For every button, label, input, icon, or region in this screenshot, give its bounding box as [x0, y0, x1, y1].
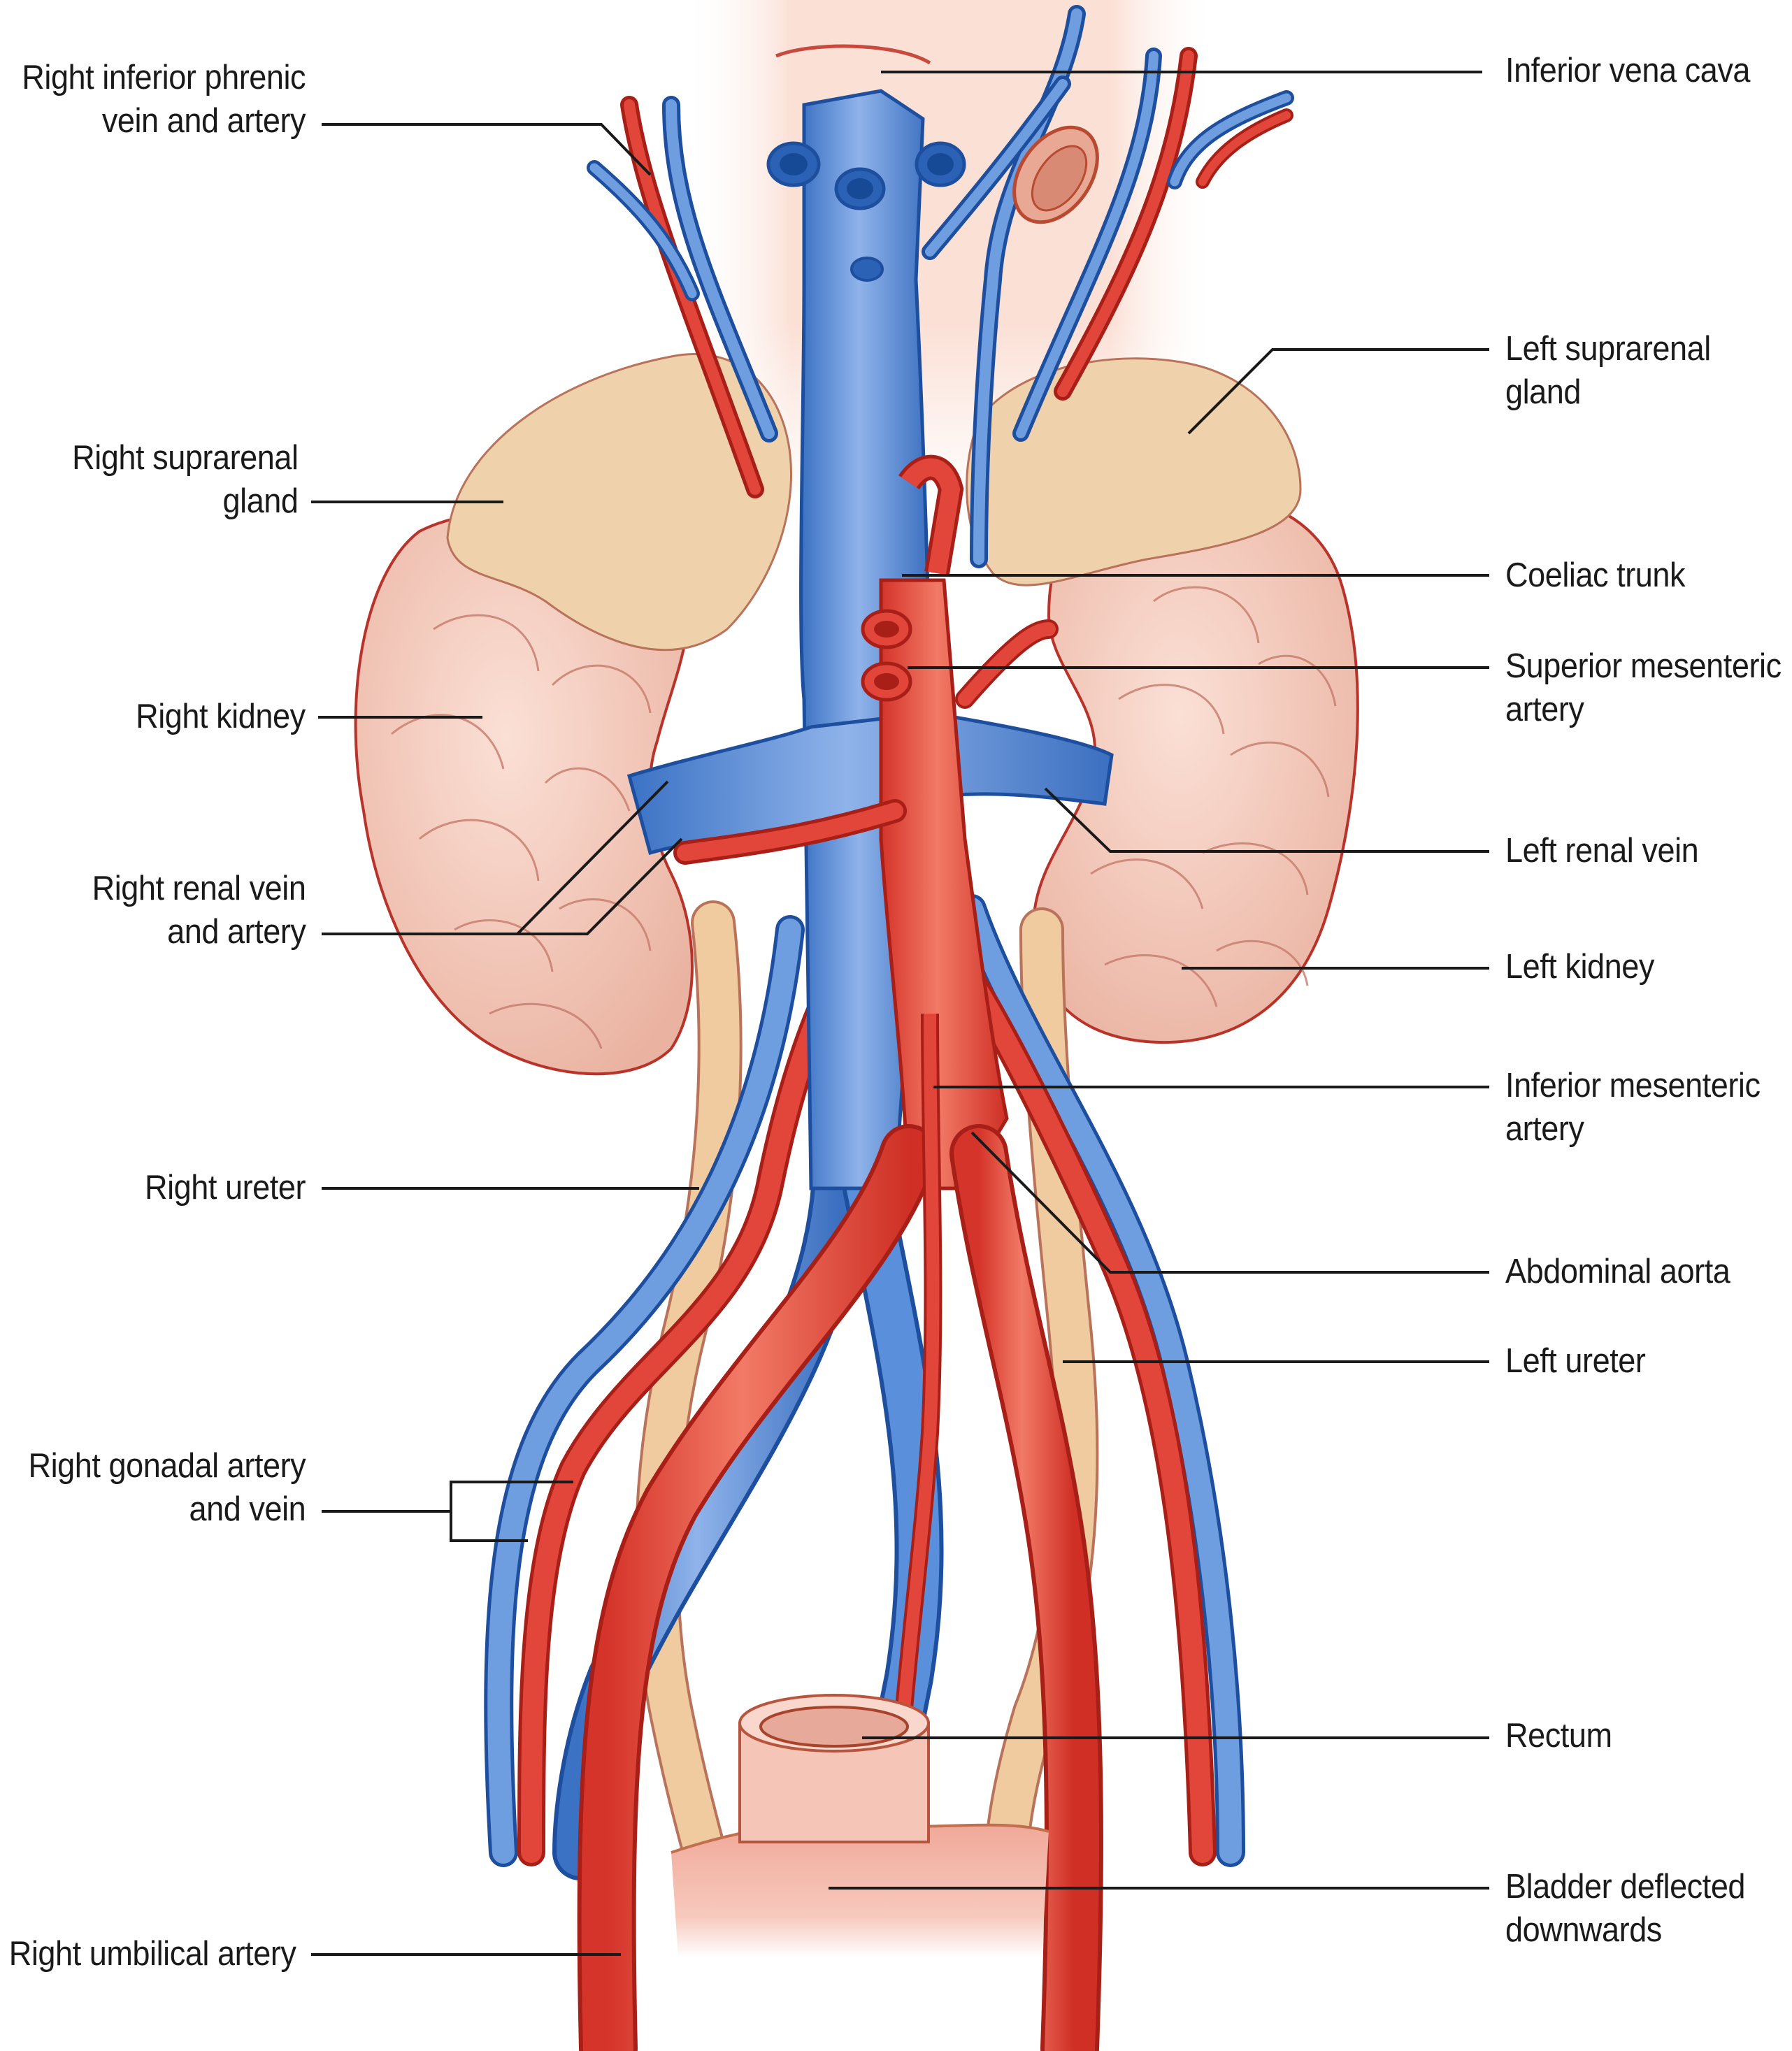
- leader-left-suprarenal: [1187, 348, 1489, 435]
- label-right-inferior-phrenic: Right inferior phrenic vein and artery: [22, 59, 306, 140]
- leader-aorta: [970, 1131, 1489, 1274]
- rectum-shape: [738, 1694, 930, 1843]
- leader-right-renal-2: [517, 837, 683, 935]
- phrenic-vessels: [587, 5, 1294, 568]
- left-suprarenal-shape: [966, 357, 1302, 586]
- leader-right-inferior-phrenic: [322, 123, 652, 176]
- label-inferior-vena-cava: Inferior vena cava: [1505, 52, 1751, 89]
- leader-left-renal-vein: [1044, 787, 1489, 853]
- label-right-suprarenal-gland: Right suprarenal gland: [72, 439, 299, 520]
- label-superior-mesenteric-artery: Superior mesenteric artery: [1505, 647, 1782, 728]
- label-rectum: Rectum: [1505, 1717, 1612, 1755]
- left-kidney-shape: [1032, 494, 1359, 1044]
- label-abdominal-aorta: Abdominal aorta: [1505, 1253, 1730, 1290]
- oesophagus-cut: [1012, 125, 1099, 224]
- label-left-ureter: Left ureter: [1505, 1342, 1646, 1380]
- label-bladder: Bladder deflected downwards: [1505, 1868, 1746, 1949]
- label-inferior-mesenteric-artery: Inferior mesenteric artery: [1505, 1067, 1761, 1148]
- renal-arteries: [673, 619, 1059, 865]
- label-left-renal-vein: Left renal vein: [1505, 832, 1699, 870]
- leader-lines: [311, 71, 1489, 1956]
- label-right-umbilical-artery: Right umbilical artery: [8, 1935, 296, 1973]
- label-left-suprarenal-gland: Left suprarenal gland: [1505, 330, 1711, 411]
- label-coeliac-trunk: Coeliac trunk: [1505, 556, 1686, 594]
- label-right-gonadal: Right gonadal artery and vein: [28, 1447, 306, 1528]
- right-suprarenal-shape: [446, 353, 793, 652]
- label-right-renal-vein-artery: Right renal vein and artery: [92, 870, 306, 951]
- label-right-ureter: Right ureter: [144, 1169, 306, 1207]
- abdominal-aorta-shape: [577, 454, 1103, 2051]
- leader-right-gonadal-bracket: [450, 1481, 573, 1542]
- label-right-kidney: Right kidney: [136, 698, 306, 735]
- label-left-kidney: Left kidney: [1505, 948, 1654, 986]
